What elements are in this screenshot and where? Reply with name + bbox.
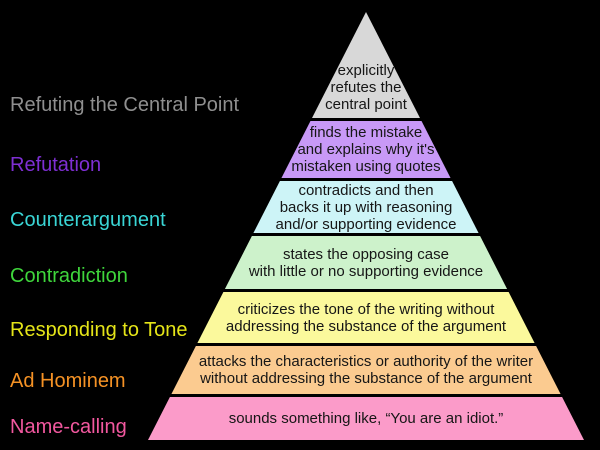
level-description: sounds something like, “You are an idiot… [228, 410, 504, 427]
level-label-contradiction: Contradiction [10, 265, 128, 287]
level-description: criticizes the tone of the writing witho… [225, 300, 507, 335]
level-label-name-calling: Name-calling [10, 416, 127, 438]
level-description: explicitly refutes the central point [325, 62, 407, 113]
pyramid-level-refutation: finds the mistake and explains why it's … [148, 121, 584, 178]
pyramid: explicitly refutes the central point fin… [148, 12, 584, 440]
level-description: states the opposing case with little or … [248, 245, 484, 280]
pyramid-level-counterargument: contradicts and then backs it up with re… [148, 181, 584, 233]
level-description: contradicts and then backs it up with re… [275, 181, 457, 233]
pyramid-level-ad-hominem: attacks the characteristics or authority… [148, 346, 584, 394]
level-label-refuting-the-central-point: Refuting the Central Point [10, 94, 240, 116]
level-label-responding-to-tone: Responding to Tone [10, 319, 188, 341]
pyramid-level-responding-to-tone: criticizes the tone of the writing witho… [148, 292, 584, 343]
level-label-ad-hominem: Ad Hominem [10, 370, 126, 392]
level-description: attacks the characteristics or authority… [198, 353, 534, 387]
pyramid-level-contradiction: states the opposing case with little or … [148, 236, 584, 289]
level-label-refutation: Refutation [10, 154, 102, 176]
pyramid-level-name-calling: sounds something like, “You are an idiot… [148, 397, 584, 440]
level-description: finds the mistake and explains why it's … [291, 124, 441, 175]
level-label-counterargument: Counterargument [10, 209, 166, 231]
